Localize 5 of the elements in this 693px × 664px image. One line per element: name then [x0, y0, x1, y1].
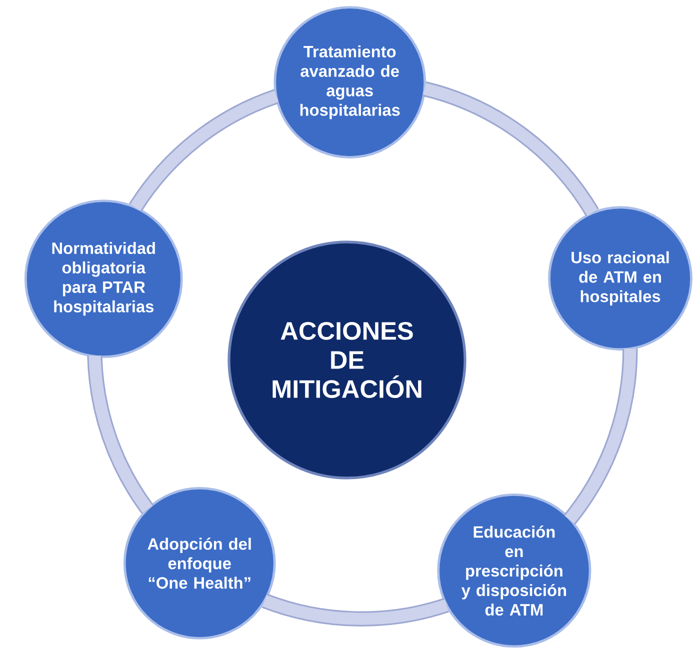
ring-arc	[422, 81, 599, 217]
ring-arc	[563, 348, 638, 524]
ring-arc	[129, 89, 280, 212]
ring-arc	[87, 355, 154, 514]
ring-arc	[262, 594, 449, 626]
